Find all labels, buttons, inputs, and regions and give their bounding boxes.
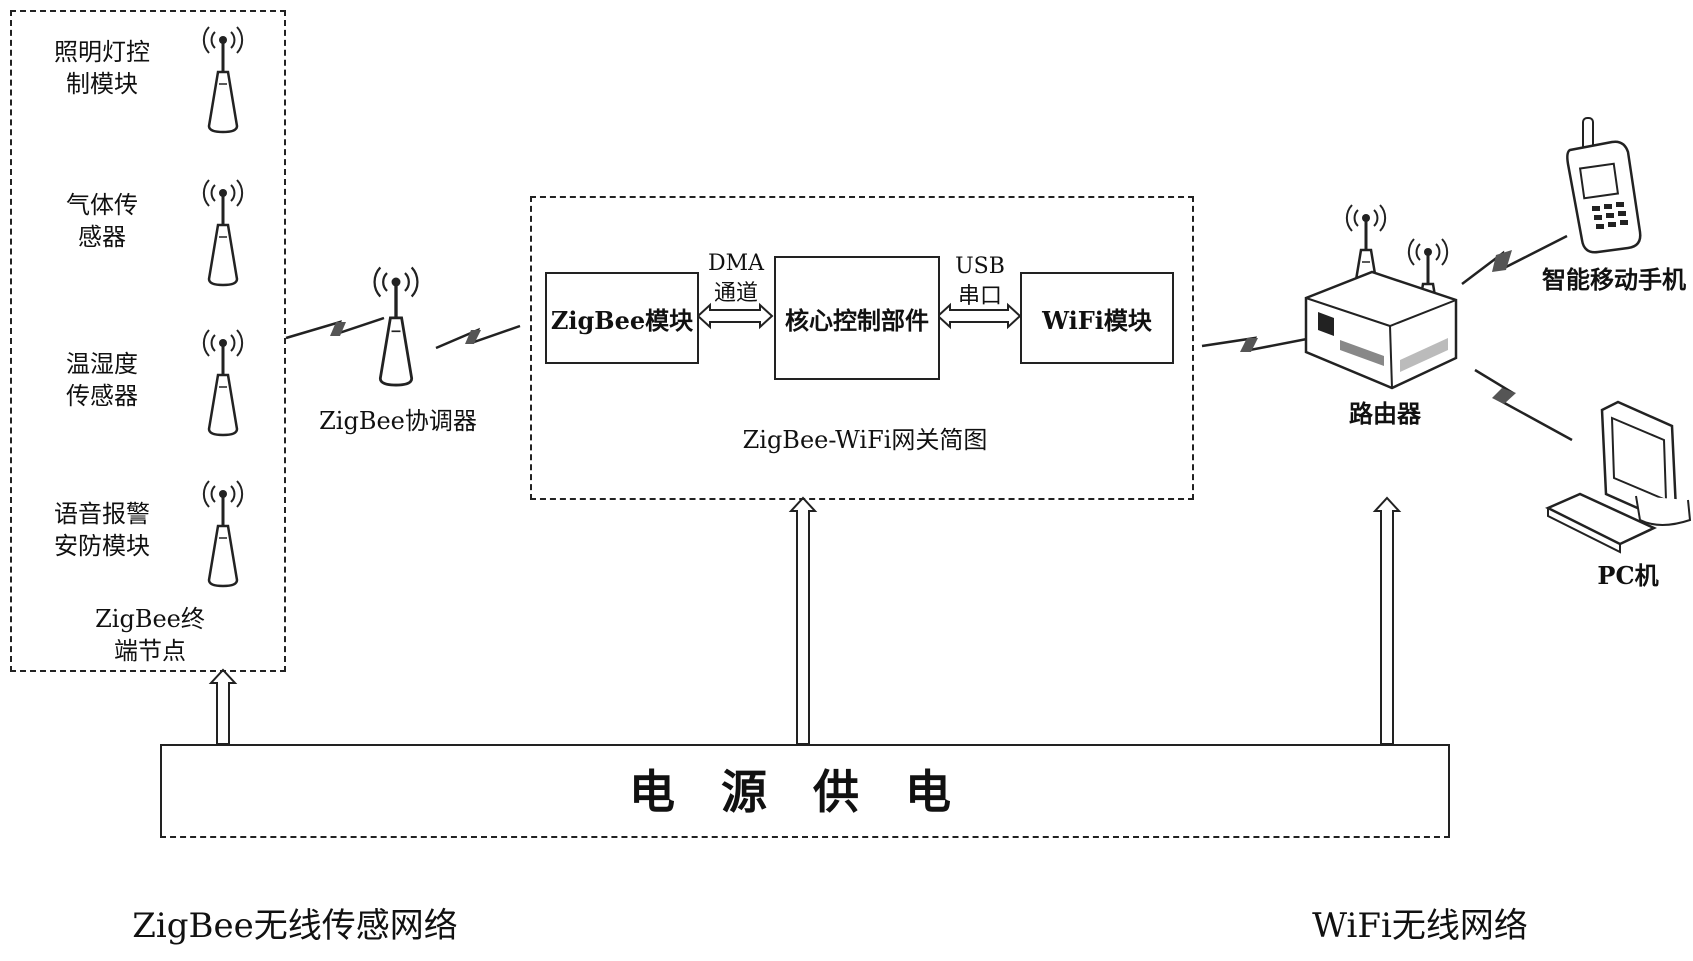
node-label-voice-alarm: 语音报警 安防模块 <box>54 500 150 560</box>
wifi-module-box: WiFi模块 <box>1020 272 1174 364</box>
bidirectional-arrow-icons <box>696 302 1022 330</box>
pc-icon <box>1545 400 1692 554</box>
footer-wifi-network: WiFi无线网络 <box>1312 906 1528 946</box>
power-supply-box <box>160 744 1450 838</box>
node-label-gas-sensor: 气体传 感器 <box>66 191 138 251</box>
coordinator-antenna-icon <box>372 265 420 387</box>
usb-link-label: USB 串口 <box>955 254 1005 309</box>
wireless-bolt-fill <box>330 250 1516 404</box>
phone-label: 智能移动手机 <box>1542 265 1686 294</box>
coordinator-label: ZigBee协调器 <box>319 407 477 435</box>
footer-zigbee-network: ZigBee无线传感网络 <box>132 906 458 946</box>
mobile-phone-icon <box>1566 117 1642 254</box>
node-label-humidity-sensor: 温湿度 传感器 <box>66 350 138 410</box>
power-arrow-icons <box>208 496 1402 745</box>
power-supply-label: 电 源 供 电 <box>629 765 951 819</box>
router-icon <box>1304 203 1458 390</box>
node-label-lighting: 照明灯控 制模块 <box>54 38 150 98</box>
end-nodes-title: ZigBee终 端节点 <box>95 605 205 665</box>
zigbee-end-nodes-group <box>10 10 286 672</box>
gateway-group <box>530 196 1194 500</box>
gateway-title: ZigBee-WiFi网关简图 <box>742 426 988 454</box>
core-control-box: 核心控制部件 <box>774 256 940 380</box>
dma-link-label: DMA 通道 <box>707 251 765 306</box>
zigbee-module-box: ZigBee模块 <box>545 272 699 364</box>
pc-label: PC机 <box>1597 561 1659 590</box>
router-label: 路由器 <box>1349 399 1421 428</box>
